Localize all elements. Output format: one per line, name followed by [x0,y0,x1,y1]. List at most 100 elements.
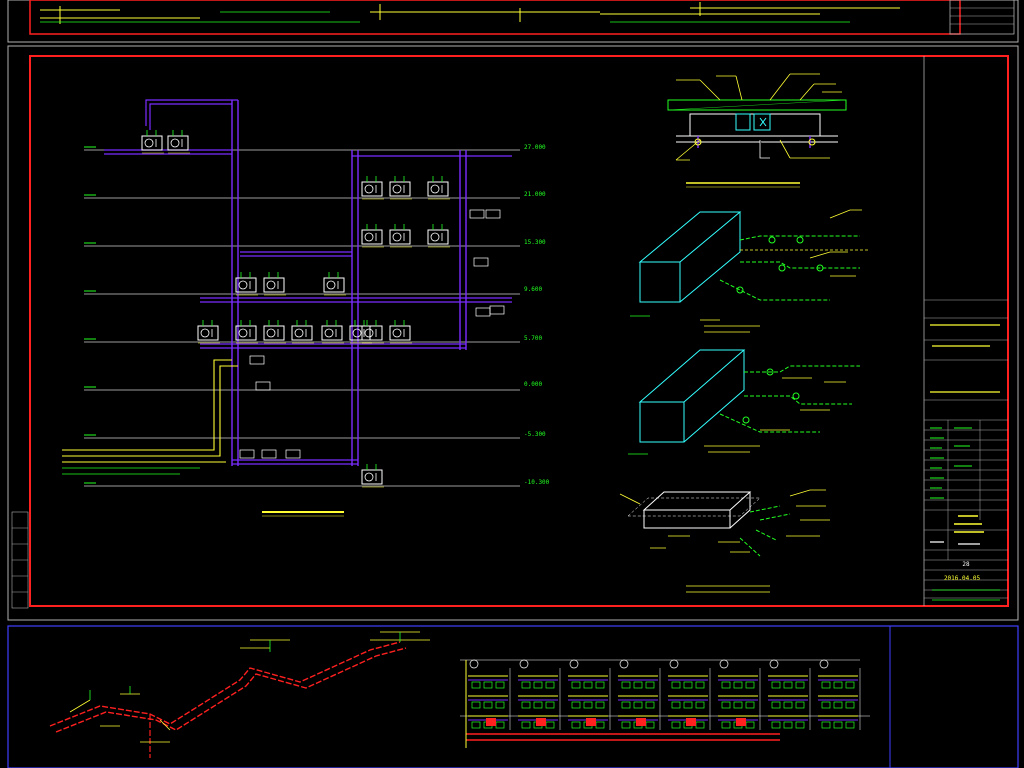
terminal-unit [595,721,605,729]
terminal-unit [721,701,731,709]
detail-isometric-unit-1 [630,209,870,333]
ac-unit-body [361,181,383,197]
top-sheet-strip [7,0,1019,43]
bottom-sheet-frame [7,625,1019,768]
terminal-unit [471,701,481,709]
schematic-bay [818,659,861,730]
elevation-label-neg10: -10.300 [524,479,550,486]
grid-bubble [569,659,579,669]
fan-icon [238,328,248,338]
terminal-unit [821,681,831,689]
ac-unit-body [235,277,257,293]
red-marker [636,718,646,726]
terminal-unit [795,721,805,729]
terminal-unit [845,721,855,729]
schematic-bay [668,659,711,730]
terminal-unit [521,721,531,729]
terminal-unit [583,701,593,709]
grid-bubble [719,659,729,669]
terminal-unit [471,681,481,689]
ac-unit [361,224,384,248]
ac-unit-body [323,277,345,293]
top-header-loop [145,99,238,130]
grid-bubble [669,659,679,669]
ac-unit [389,224,412,248]
ac-unit [361,176,384,200]
terminal-unit [745,681,755,689]
ac-unit-body [427,181,449,197]
grid-bubble [619,659,629,669]
ac-unit-body [167,135,189,151]
valve-box [249,355,265,365]
pipe-route-isometric [49,631,430,758]
valve-box [261,449,277,459]
terminal-unit [571,681,581,689]
terminal-unit [695,701,705,709]
terminal-unit [721,721,731,729]
ac-unit [235,320,258,344]
terminal-unit [495,721,505,729]
terminal-unit [733,681,743,689]
schematic-bay [518,659,561,730]
terminal-unit [495,681,505,689]
valve-box [469,209,485,219]
fan-icon [170,138,180,148]
ac-unit-body [389,229,411,245]
terminal-unit [645,721,655,729]
terminal-unit [783,721,793,729]
fan-icon [266,328,276,338]
ac-unit-body [141,135,163,151]
red-marker [686,718,696,726]
valve-box [473,257,489,267]
fan-icon [364,472,374,482]
fan-icon [392,328,402,338]
terminal-unit [483,701,493,709]
schematic-bay [718,659,761,730]
ac-unit [263,320,286,344]
terminal-unit [571,721,581,729]
fan-icon [266,280,276,290]
terminal-unit [571,701,581,709]
terminal-unit [583,681,593,689]
terminal-unit [745,701,755,709]
terminal-unit [545,721,555,729]
terminal-unit [771,721,781,729]
ac-unit [141,130,164,154]
terminal-unit [821,701,831,709]
elevation-label-9: 9.600 [524,286,542,293]
terminal-unit [521,701,531,709]
grid-bubble [469,659,479,669]
elevation-label-21: 21.000 [524,191,546,198]
grid-bubble [519,659,529,669]
grid-bubble [769,659,779,669]
terminal-unit [833,721,843,729]
terminal-unit [683,701,693,709]
elevation-labels: 27.000 21.000 15.300 9.600 5.700 0.000 -… [524,144,550,486]
valve-box [255,381,271,391]
schematic-bay [768,659,811,730]
terminal-unit [595,681,605,689]
valve-box [239,449,255,459]
ac-unit [361,320,384,344]
red-marker [486,718,496,726]
schematic-red-main [466,733,780,741]
valve-box [285,449,301,459]
ac-unit-body [321,325,343,341]
schematic-bay [618,659,661,730]
elevation-label-27: 27.000 [524,144,546,151]
ac-unit-body [361,325,383,341]
terminal-unit [533,701,543,709]
terminal-unit [533,681,543,689]
terminal-unit [671,681,681,689]
grid-bubble [819,659,829,669]
ac-unit [427,224,450,248]
title-block: 28 2016.04.05 [923,56,1008,606]
terminal-unit [521,681,531,689]
fan-icon [364,328,374,338]
elevation-label-15: 15.300 [524,239,546,246]
terminal-unit [471,721,481,729]
chiller-riser-diagram [62,99,520,488]
terminal-unit [771,681,781,689]
detail-floor-unit [619,489,830,593]
